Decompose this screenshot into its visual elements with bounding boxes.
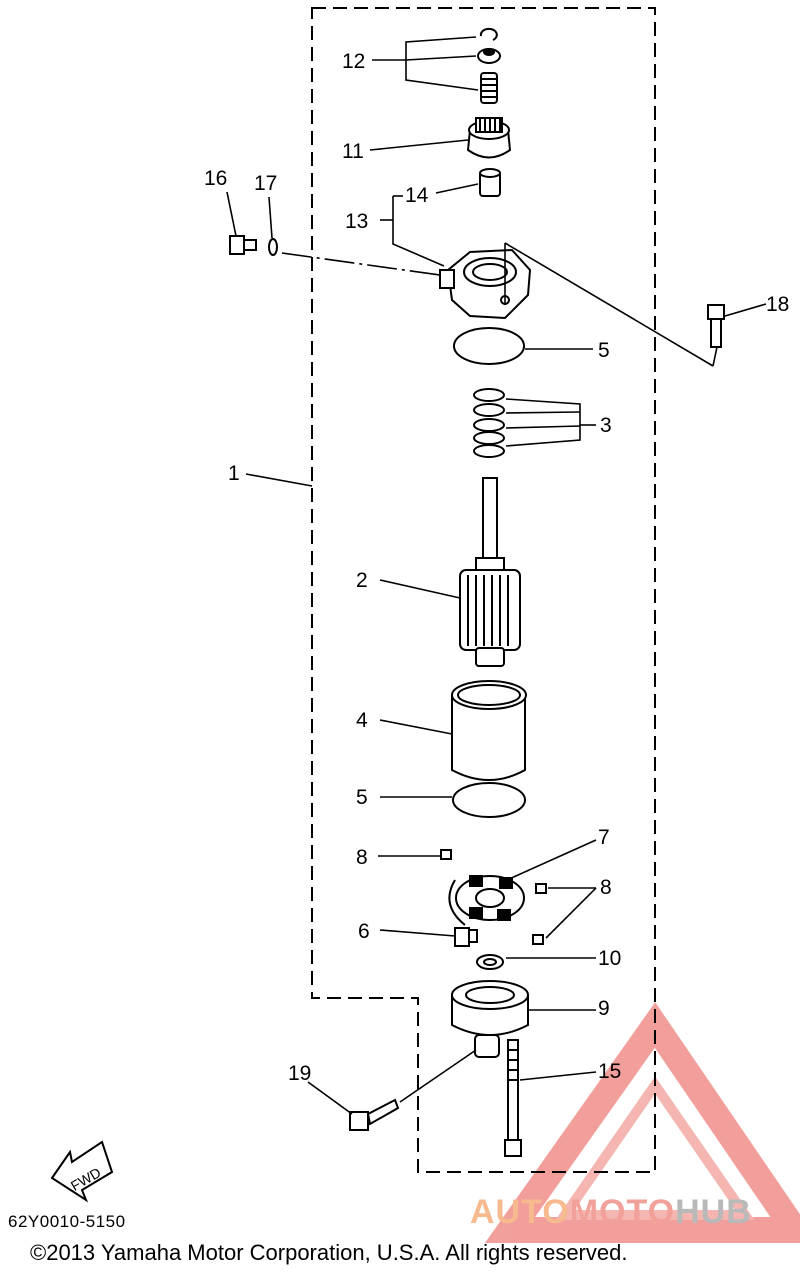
- part-4-yoke: [451, 680, 527, 781]
- watermark-logo-icon: [484, 1002, 800, 1243]
- part-17-washer: [268, 238, 278, 256]
- callout-13: 13: [345, 210, 368, 233]
- watermark-moto: MOTO: [569, 1193, 676, 1231]
- callout-19: 19: [288, 1062, 311, 1085]
- copyright-notice: ©2013 Yamaha Motor Corporation, U.S.A. A…: [30, 1240, 628, 1265]
- callout-8-right: 8: [600, 876, 612, 899]
- watermark-auto: AUTO: [470, 1193, 570, 1231]
- callout-1: 1: [228, 462, 240, 485]
- part-19-bolt: [349, 1098, 400, 1131]
- fwd-arrow-icon: FWD: [50, 1140, 114, 1203]
- callout-14: 14: [405, 184, 429, 207]
- diagram-part-code: 62Y0010-5150: [8, 1212, 126, 1231]
- callout-7: 7: [598, 826, 610, 849]
- part-18-bolt: [707, 304, 725, 348]
- part-16-bolt: [229, 235, 257, 255]
- watermark-text: AUTOMOTOHUB: [470, 1193, 752, 1232]
- part-5-o-ring-lower: [452, 782, 526, 818]
- callout-4: 4: [356, 709, 368, 732]
- part-8-brush: [440, 849, 547, 945]
- callout-labels: 12 11 14 13 16 17 18 5 3 1 2 4 5 8 7 8 6…: [204, 50, 789, 1085]
- callout-18: 18: [766, 293, 789, 316]
- callout-12: 12: [342, 50, 365, 73]
- part-10-washer: [476, 954, 504, 970]
- callout-16: 16: [204, 167, 227, 190]
- callout-5-upper: 5: [598, 339, 610, 362]
- part-5-o-ring-upper: [453, 327, 525, 365]
- part-3-washer-stack: [473, 388, 505, 458]
- part-7-brush-holder: [448, 875, 525, 926]
- callout-11: 11: [342, 140, 364, 163]
- watermark-hub: HUB: [675, 1193, 752, 1231]
- part-12-clip-collar-spring: [477, 27, 501, 104]
- part-9-rear-bracket: [451, 980, 529, 1058]
- leader-lines: [226, 36, 767, 1115]
- callout-17: 17: [254, 172, 277, 195]
- part-11-pinion-gear: [466, 117, 512, 159]
- callout-15: 15: [598, 1060, 621, 1083]
- callout-3: 3: [600, 414, 612, 437]
- callout-10: 10: [598, 947, 621, 970]
- callout-2: 2: [356, 569, 368, 592]
- callout-9: 9: [598, 997, 610, 1020]
- part-14-bushing: [479, 168, 501, 197]
- part-2-armature: [459, 477, 521, 667]
- callout-6: 6: [358, 920, 370, 943]
- callout-5-lower: 5: [356, 786, 368, 809]
- part-13-front-bracket: [439, 248, 532, 320]
- part-15-through-bolt: [504, 1039, 522, 1157]
- callout-8-left: 8: [356, 846, 368, 869]
- assembly-boundary: [311, 7, 656, 1173]
- part-6-terminal: [454, 927, 478, 947]
